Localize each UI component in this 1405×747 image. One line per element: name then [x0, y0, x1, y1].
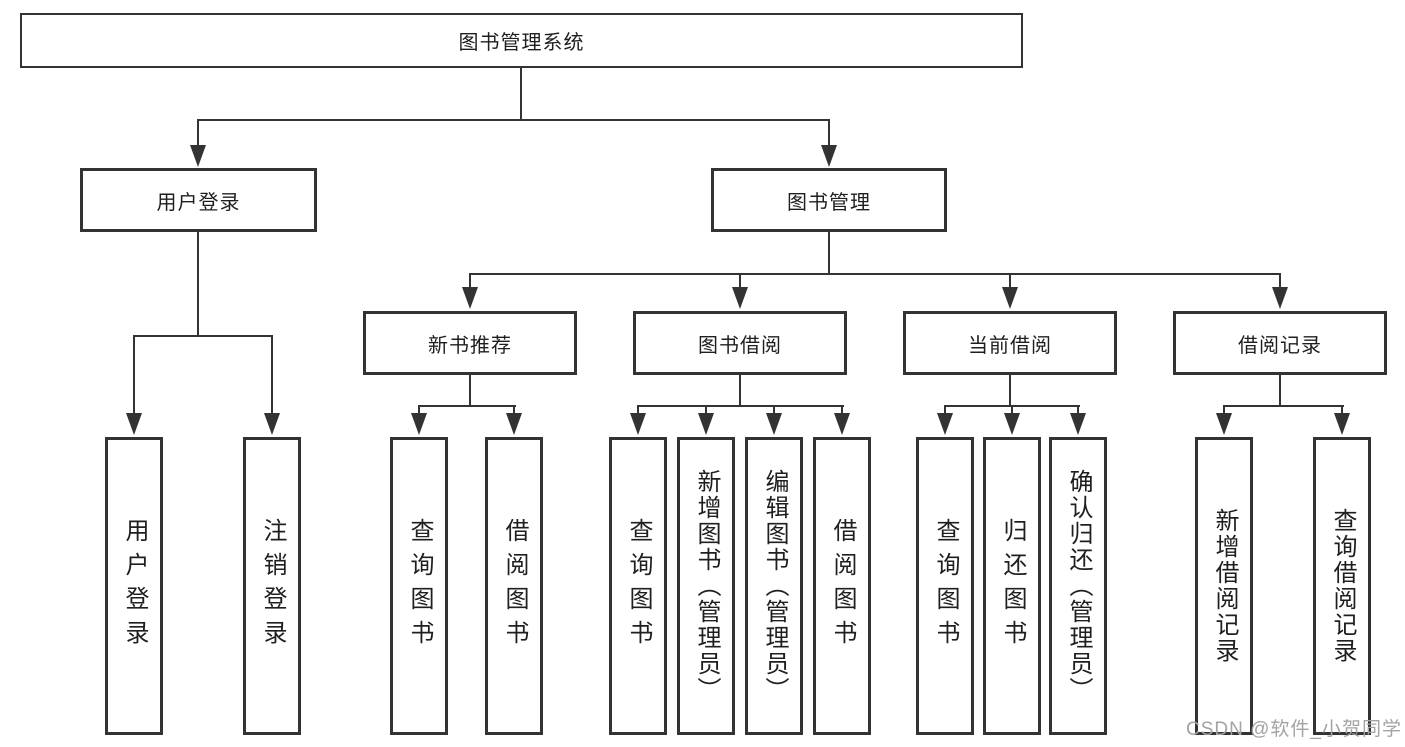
leaf-label: 查询借阅记录: [1329, 508, 1356, 664]
arrowhead-icon: [1334, 413, 1350, 435]
leaf-label: 借阅图书: [501, 518, 528, 654]
csdn-watermark: CSDN @软件_小贺同学: [1186, 719, 1402, 740]
arrowhead-icon: [1216, 413, 1232, 435]
connector-line: [944, 405, 946, 415]
node-label: 新书推荐: [428, 334, 512, 357]
node-current-borrowing: 当前借阅: [903, 311, 1117, 375]
arrowhead-icon: [1002, 287, 1018, 309]
leaf-return-book: 归还图书: [983, 437, 1041, 735]
arrowhead-icon: [821, 145, 837, 167]
connector-line: [773, 405, 775, 415]
leaf-borrow-books-borrowing: 借阅图书: [813, 437, 871, 735]
arrowhead-icon: [462, 287, 478, 309]
connector-line: [197, 119, 199, 147]
connector-line: [1223, 405, 1344, 407]
connector-line: [739, 375, 741, 405]
connector-line: [469, 273, 471, 289]
node-label: 图书管理: [787, 191, 871, 214]
leaf-label: 确认归还（管理员）: [1065, 469, 1092, 703]
leaf-label: 查询图书: [406, 518, 433, 654]
arrowhead-icon: [766, 413, 782, 435]
node-borrowing-records: 借阅记录: [1173, 311, 1387, 375]
leaf-label: 用户登录: [121, 518, 148, 654]
node-label: 当前借阅: [968, 334, 1052, 357]
connector-line: [1011, 405, 1013, 415]
leaf-user-login: 用户登录: [105, 437, 163, 735]
connector-line: [520, 68, 522, 119]
arrowhead-icon: [937, 413, 953, 435]
connector-line: [637, 405, 844, 407]
connector-line: [469, 273, 1281, 275]
connector-line: [133, 335, 135, 415]
connector-line: [1009, 375, 1011, 405]
leaf-label: 新增借阅记录: [1211, 508, 1238, 664]
leaf-label: 查询图书: [932, 518, 959, 654]
leaf-query-books-recommend: 查询图书: [390, 437, 448, 735]
connector-line: [739, 273, 741, 289]
arrowhead-icon: [506, 413, 522, 435]
leaf-label: 编辑图书（管理员）: [761, 469, 788, 703]
arrowhead-icon: [1004, 413, 1020, 435]
leaf-query-books-current: 查询图书: [916, 437, 974, 735]
connector-line: [418, 405, 516, 407]
arrowhead-icon: [1272, 287, 1288, 309]
leaf-query-borrow-record: 查询借阅记录: [1313, 437, 1371, 735]
node-label: 用户登录: [156, 191, 241, 214]
leaf-edit-book-admin: 编辑图书（管理员）: [745, 437, 803, 735]
connector-line: [1279, 273, 1281, 289]
arrowhead-icon: [126, 413, 142, 435]
leaf-label: 注销登录: [259, 518, 286, 654]
connector-line: [133, 335, 273, 337]
connector-line: [469, 375, 471, 405]
leaf-add-borrow-record: 新增借阅记录: [1195, 437, 1253, 735]
arrowhead-icon: [190, 145, 206, 167]
arrowhead-icon: [834, 413, 850, 435]
connector-line: [705, 405, 707, 415]
leaf-logout: 注销登录: [243, 437, 301, 735]
leaf-label: 归还图书: [999, 518, 1026, 654]
node-user-login: 用户登录: [80, 168, 317, 232]
leaf-label: 借阅图书: [829, 518, 856, 654]
arrowhead-icon: [732, 287, 748, 309]
node-label: 图书借阅: [698, 334, 782, 357]
connector-line: [197, 232, 199, 335]
leaf-add-book-admin: 新增图书（管理员）: [677, 437, 735, 735]
node-new-book-recommendation: 新书推荐: [363, 311, 577, 375]
connector-line: [637, 405, 639, 415]
arrowhead-icon: [698, 413, 714, 435]
node-library-management-system: 图书管理系统: [20, 13, 1023, 68]
node-book-management: 图书管理: [711, 168, 947, 232]
leaf-label: 查询图书: [625, 518, 652, 654]
connector-line: [1077, 405, 1079, 415]
connector-line: [513, 405, 515, 415]
leaf-query-books-borrowing: 查询图书: [609, 437, 667, 735]
node-label: 借阅记录: [1238, 334, 1322, 357]
connector-line: [1279, 375, 1281, 405]
node-label: 图书管理系统: [458, 32, 585, 54]
leaf-confirm-return-admin: 确认归还（管理员）: [1049, 437, 1107, 735]
connector-line: [1223, 405, 1225, 415]
connector-line: [418, 405, 420, 415]
arrowhead-icon: [1070, 413, 1086, 435]
connector-line: [1341, 405, 1343, 415]
connector-line: [841, 405, 843, 415]
leaf-borrow-books-recommend: 借阅图书: [485, 437, 543, 735]
leaf-label: 新增图书（管理员）: [693, 469, 720, 703]
arrowhead-icon: [264, 413, 280, 435]
node-book-borrowing: 图书借阅: [633, 311, 847, 375]
connector-line: [828, 119, 830, 147]
connector-line: [271, 335, 273, 415]
arrowhead-icon: [630, 413, 646, 435]
arrowhead-icon: [411, 413, 427, 435]
connector-line: [1009, 273, 1011, 289]
connector-line: [197, 119, 830, 121]
connector-line: [828, 232, 830, 273]
